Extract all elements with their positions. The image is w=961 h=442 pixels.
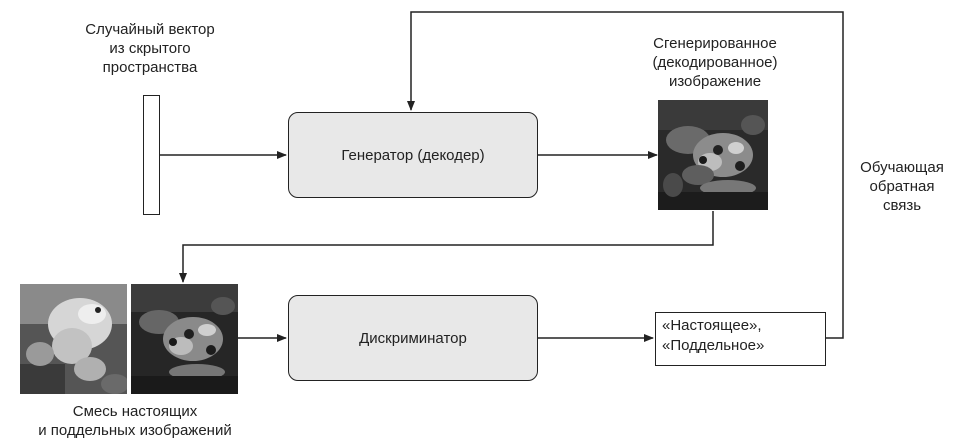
arrow-image-to-mix	[179, 211, 714, 283]
feedback-label-line-1: Обучающая	[860, 159, 944, 176]
latent-vector-bar	[143, 95, 160, 215]
feedback-label-line-2: обратная	[869, 178, 935, 195]
latent-label-line-1: Случайный вектор	[85, 21, 215, 38]
generated-label-line-3: изображение	[668, 73, 762, 90]
latent-vector-label: Случайный вектор из скрытого пространств…	[60, 20, 240, 77]
generated-image	[658, 100, 768, 210]
real-image-sample	[20, 284, 127, 394]
feedback-label-line-3: связь	[882, 197, 922, 214]
mix-label-line-1: Смесь настоящих	[72, 403, 198, 420]
generated-label-line-2: (декодированное)	[652, 54, 778, 71]
generated-label-line-1: Сгенерированное	[653, 35, 777, 52]
generated-image-label: Сгенерированное (декодированное) изображ…	[615, 34, 815, 91]
generator-box: Генератор (декодер)	[288, 112, 538, 198]
generator-label: Генератор (декодер)	[341, 146, 485, 164]
discriminator-box: Дискриминатор	[288, 295, 538, 381]
fake-image-sample	[131, 284, 238, 394]
latent-label-line-3: пространства	[102, 59, 198, 76]
mix-label: Смесь настоящих и поддельных изображений	[0, 402, 270, 440]
mix-label-line-2: и поддельных изображений	[38, 422, 232, 439]
discriminator-label: Дискриминатор	[359, 329, 467, 347]
output-label-real: «Настоящее»,	[662, 317, 762, 334]
feedback-label: Обучающая обратная связь	[845, 158, 959, 215]
arrow-feedback-loop	[407, 11, 844, 339]
output-label-fake: «Поддельное»	[662, 337, 765, 354]
output-box: «Настоящее», «Поддельное»	[655, 312, 826, 366]
latent-label-line-2: из скрытого	[109, 40, 191, 57]
